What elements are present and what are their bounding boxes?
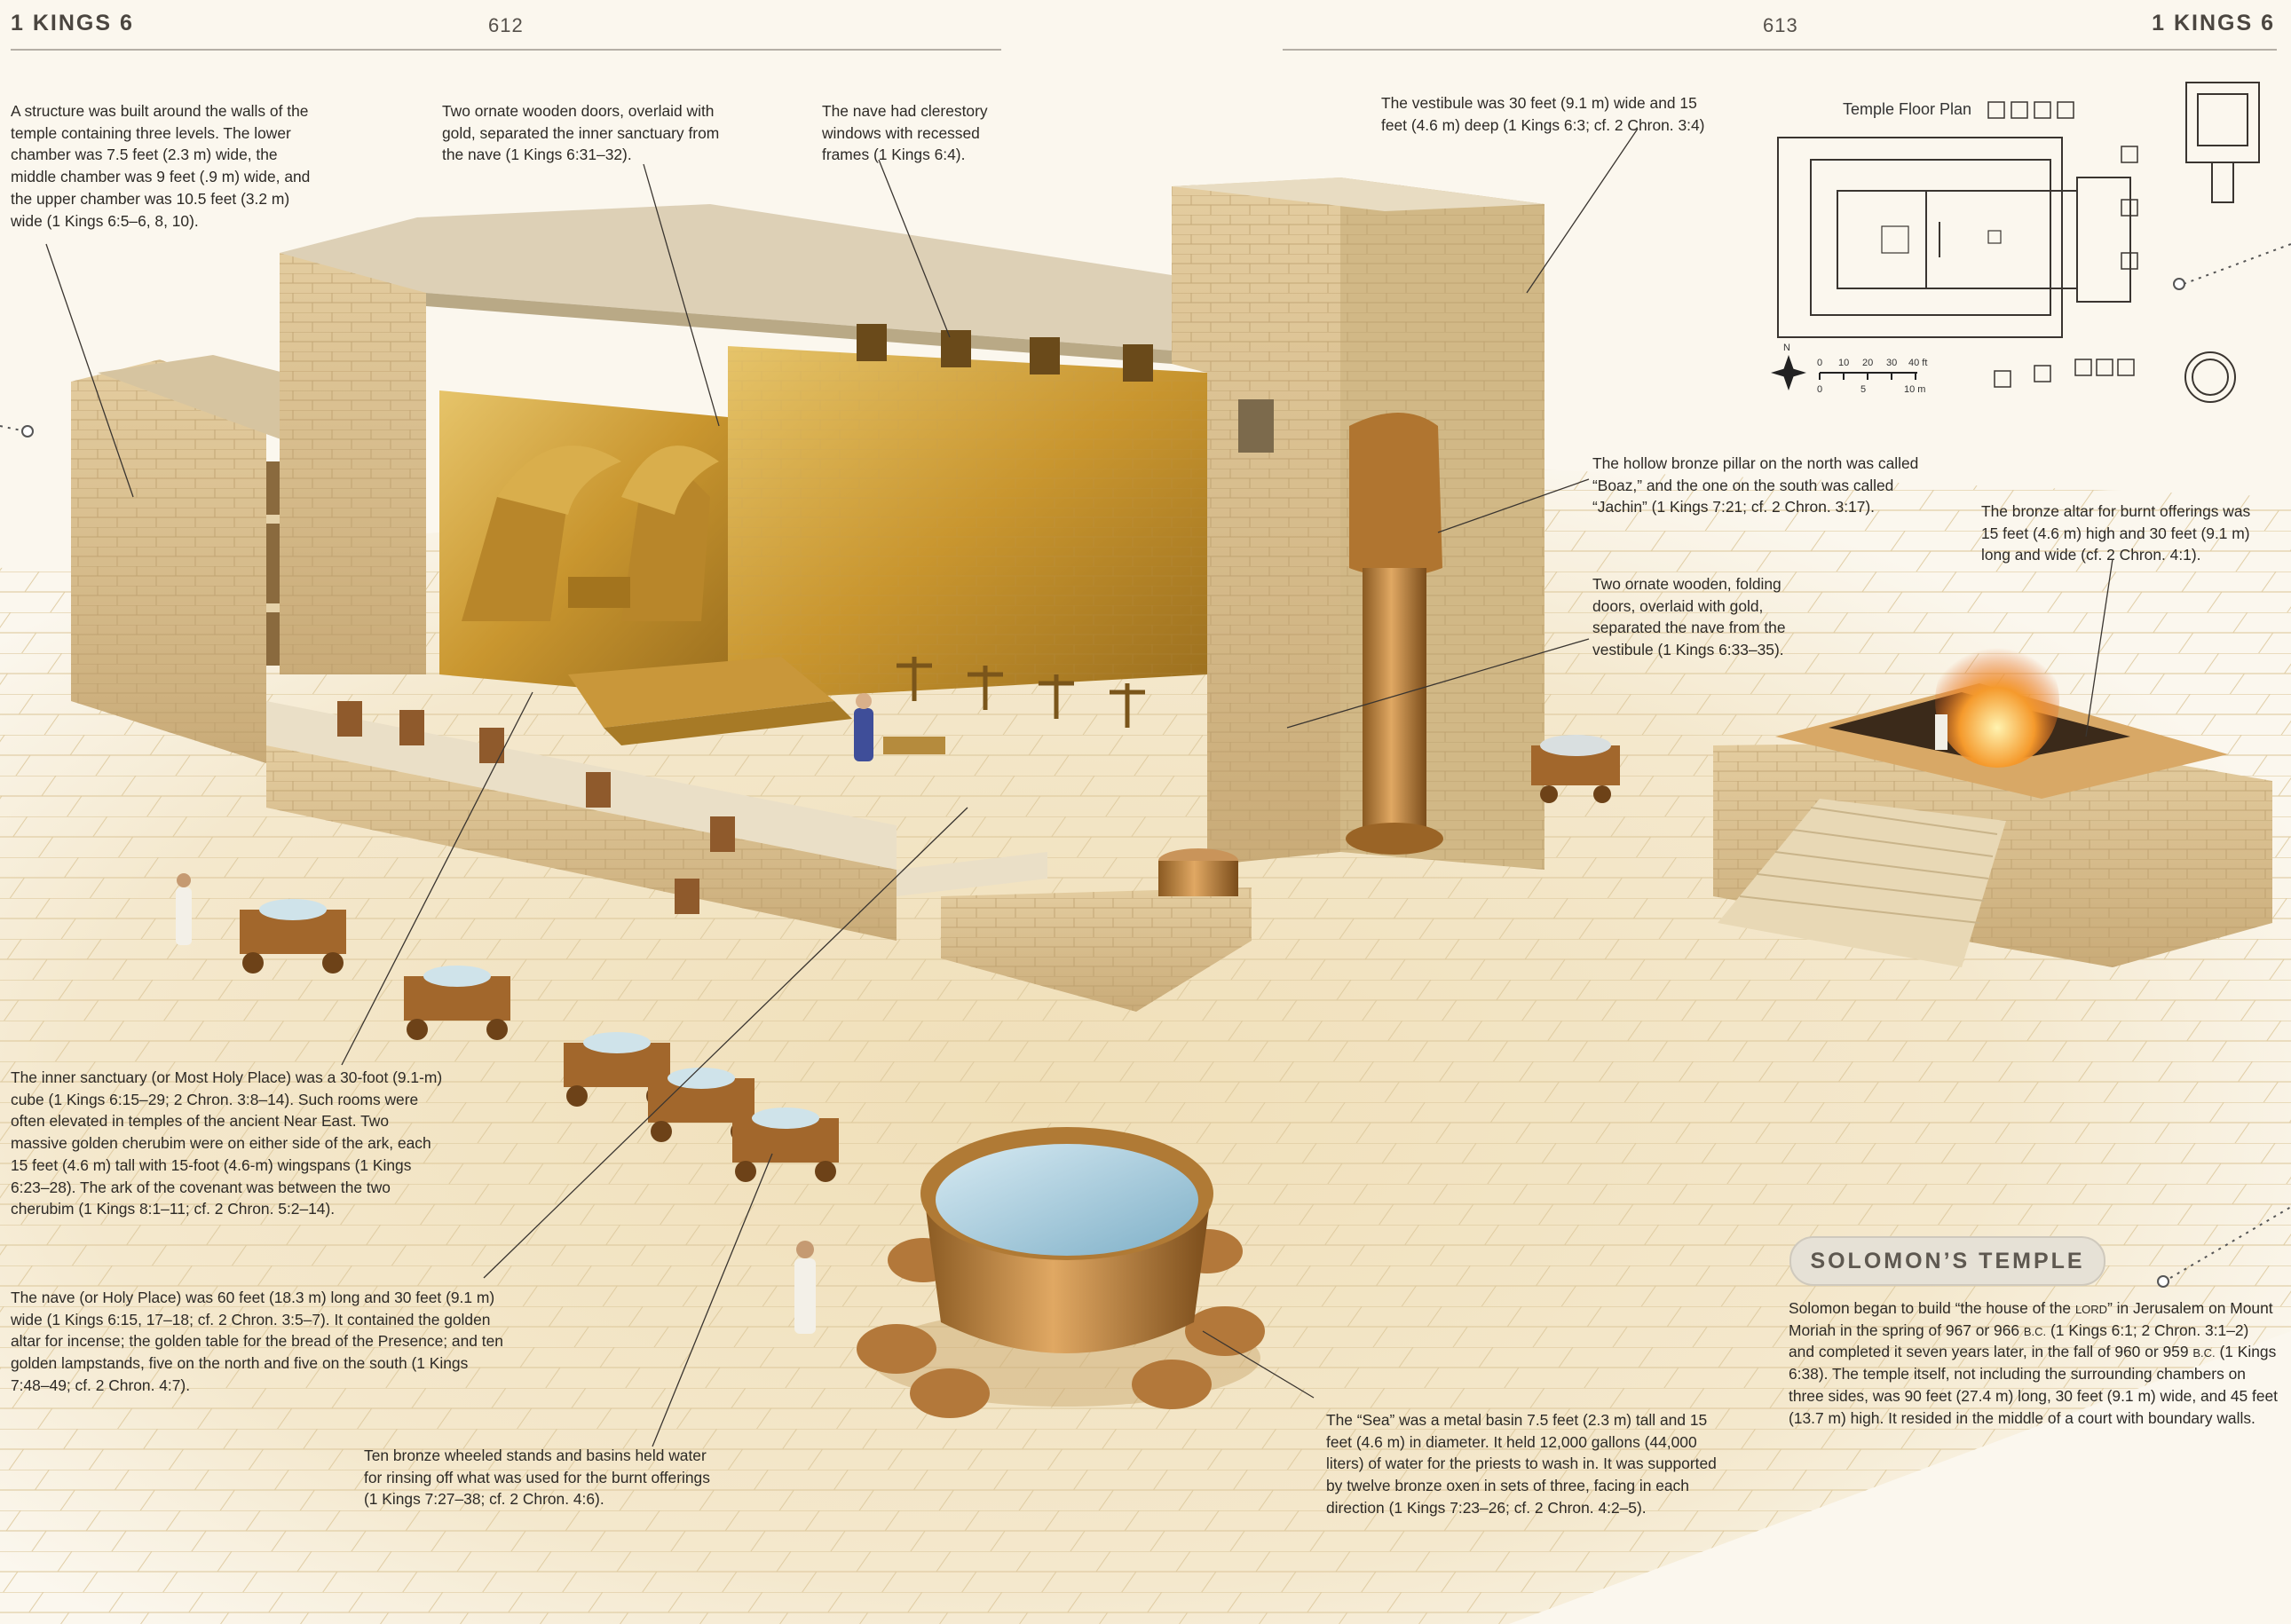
summary-text-part: (1 Kings 6:1; 2 Chron. 3:1–2) and comple… [1789,1320,2249,1361]
scale-m-5: 5 [1860,384,1866,395]
right-running-head: 1 KINGS 6 [2152,11,2275,35]
caption-pillars: The hollow bronze pillar on the north wa… [1592,454,1919,516]
cherubim [462,445,719,621]
caption-folding-doors: Two ornate wooden, folding doors, overla… [1592,575,1786,659]
caption-nave: The nave (or Holy Place) was 60 feet (18… [11,1289,503,1394]
right-page-number: 613 [1763,14,1798,36]
scale-ft-0: 0 [1817,358,1822,368]
floor-plan-title: Temple Floor Plan [1843,100,1972,118]
scale-m-0: 0 [1817,384,1822,395]
bc-small-caps: B.C. [2023,1324,2047,1338]
caption-side-chambers: A structure was built around the walls o… [11,102,311,230]
caption-bronze-sea: The “Sea” was a metal basin 7.5 feet (2.… [1326,1411,1717,1517]
page-connectors [0,243,2291,1279]
temple-floor-plan [1777,137,2131,338]
connector-dot [2173,278,2185,290]
temple-building [71,177,1544,1012]
bc-small-caps: B.C. [2192,1346,2216,1360]
wheeled-stand [404,966,510,1040]
left-page-number: 612 [488,14,524,36]
summary-text-part: Solomon began to build “the house of the [1789,1299,2075,1317]
wheeled-stand [240,899,346,974]
north-label: N [1783,343,1790,353]
bronze-sea [857,1127,1265,1418]
summary-text: Solomon began to build “the house of the… [1789,1297,2279,1429]
front-chamber-doors [337,701,735,914]
bronze-pillar-jachin [1346,413,1443,855]
wheeled-stand [732,1108,839,1182]
wheeled-stands [240,899,839,1182]
left-running-head: 1 KINGS 6 [11,11,134,35]
sea-plan-icon [2184,351,2236,403]
caption-inner-sanctuary: The inner sanctuary (or Most Holy Place)… [11,1068,443,1218]
left-header-rule [11,49,1001,51]
summary-text-part: ” in Jerusalem on Mount Moriah in the sp… [1789,1299,2273,1339]
leader-lines [45,128,2113,1447]
section-title: SOLOMON’S TEMPLE [1810,1248,2085,1273]
plan-stand-icons [1987,101,2138,388]
caption-altar: The bronze altar for burnt offerings was… [1981,502,2251,564]
courtyard-figures [176,873,816,1334]
compass-icon: N [1771,343,1806,390]
bronze-altar [1713,635,2272,967]
scale-ft-20: 20 [1862,358,1873,368]
summary-text-part: (1 Kings 6:38). The temple itself, not i… [1789,1343,2279,1427]
connector-dot [2157,1275,2169,1288]
section-title-pill: SOLOMON’S TEMPLE [1789,1236,2105,1286]
scale-ft-40: 40 ft [1908,358,1927,368]
caption-vestibule: The vestibule was 30 feet (9.1 m) wide a… [1381,94,1705,134]
caption-inner-doors: Two ornate wooden doors, overlaid with g… [442,102,720,164]
scale-bar: 0 10 20 30 40 ft 0 5 10 m [1817,358,1927,395]
connector-dot [21,425,34,438]
caption-clerestory: The nave had clerestory windows with rec… [822,102,988,164]
scale-m-10: 10 m [1904,384,1925,395]
altar-plan-icon [2185,82,2260,203]
golden-lampstands [897,657,1145,728]
scale-ft-10: 10 [1838,358,1849,368]
scale-ft-30: 30 [1886,358,1897,368]
caption-wheeled-stands: Ten bronze wheeled stands and basins hel… [364,1447,710,1509]
clerestory-windows [857,324,1153,382]
priest-figure [854,693,873,761]
right-header-rule [1283,49,2277,51]
lord-small-caps: Lord [2074,1303,2108,1316]
altar-stand [1531,735,1620,803]
